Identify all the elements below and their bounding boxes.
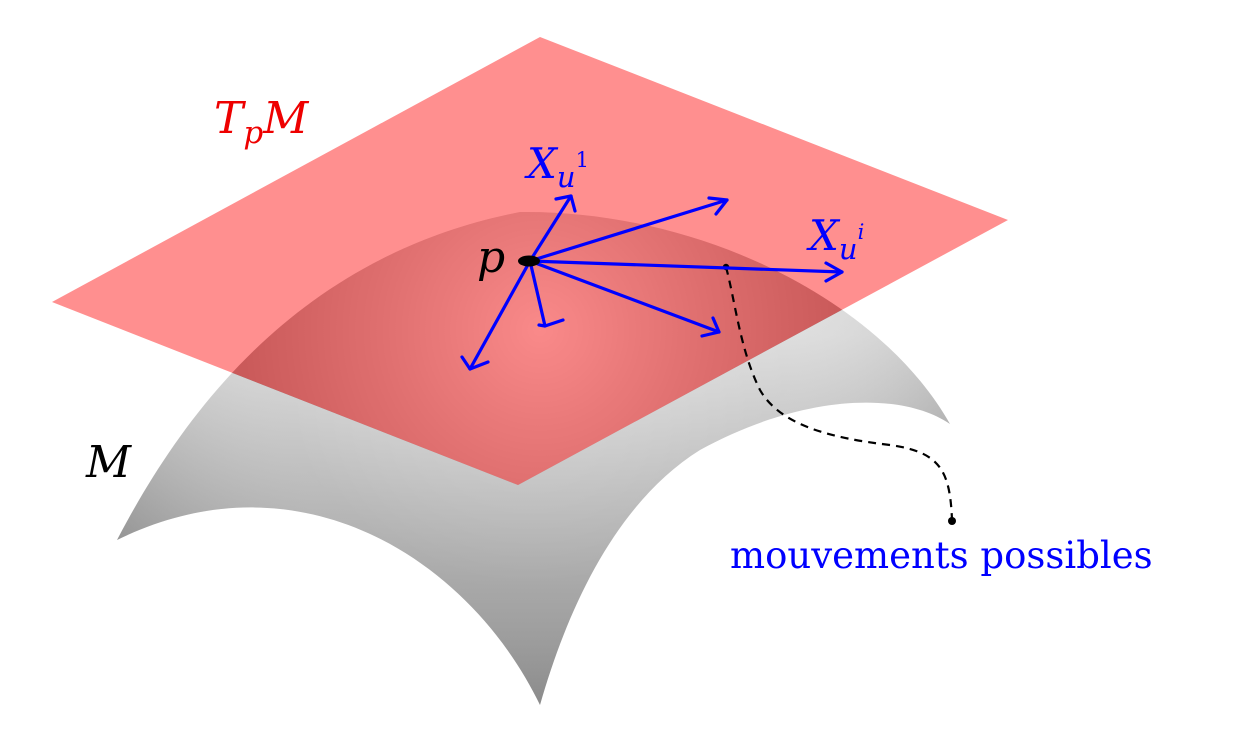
vector-down-left	[460, 259, 532, 371]
label-mouvements-possibles: mouvements possibles	[730, 534, 1153, 577]
curve-end-dot	[948, 517, 956, 525]
vector-short-down	[528, 259, 565, 328]
vector-x-ui	[528, 259, 844, 283]
tangent-vectors	[460, 194, 844, 371]
label-manifold: M	[85, 437, 132, 488]
label-point-p: p	[477, 232, 505, 283]
label-tangent-plane: TpM	[214, 93, 309, 151]
point-p-dot	[518, 255, 540, 267]
vector-lower-right	[528, 259, 721, 338]
vector-x-u1	[528, 194, 577, 263]
vector-upper-right	[528, 196, 729, 263]
motion-curve	[724, 266, 954, 521]
label-x-ui: Xui	[806, 211, 864, 266]
label-x-u1: Xu1	[524, 139, 589, 194]
